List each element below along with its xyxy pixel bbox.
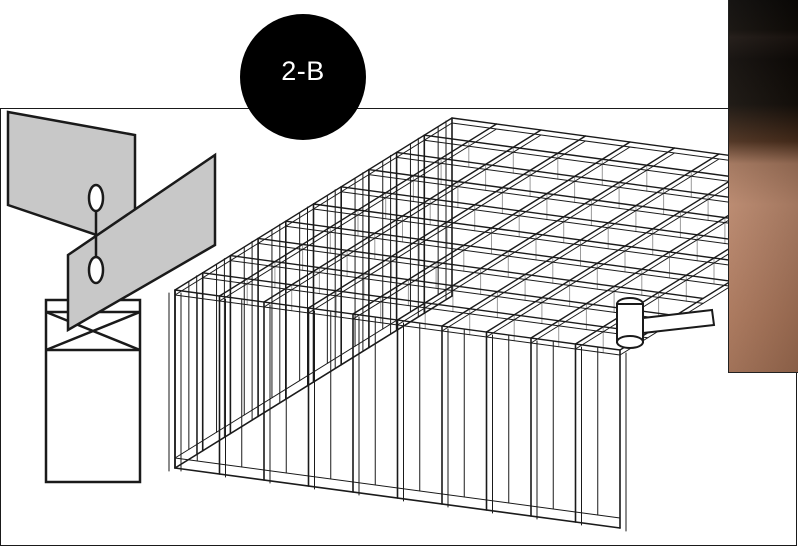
lattice-strip-edge bbox=[451, 122, 798, 171]
lattice-bottom-rail bbox=[174, 457, 621, 519]
lattice-bottom-rail bbox=[174, 285, 453, 459]
photo-sheen bbox=[729, 0, 798, 372]
step-badge: 2-B bbox=[240, 14, 366, 140]
lattice-strip-edge bbox=[340, 191, 787, 253]
lattice-bottom-rail bbox=[174, 295, 453, 469]
interlocking-slotted-strips-icon bbox=[6, 110, 217, 484]
lattice-strip bbox=[312, 203, 760, 265]
lattice-strip-edge bbox=[313, 208, 759, 270]
lattice-strip-edge bbox=[486, 164, 764, 338]
lattice-strip bbox=[340, 186, 787, 248]
lattice-strip bbox=[451, 117, 798, 166]
lattice-strip-edge bbox=[441, 158, 720, 332]
lattice-strip bbox=[485, 159, 765, 333]
lattice-bottom-rail bbox=[174, 467, 621, 529]
small-mallet-icon bbox=[616, 297, 716, 349]
step-badge-label: 2-B bbox=[281, 55, 325, 86]
lattice-strip bbox=[441, 153, 720, 327]
photo-inset bbox=[728, 0, 798, 373]
lattice-grid-icon bbox=[168, 117, 798, 532]
